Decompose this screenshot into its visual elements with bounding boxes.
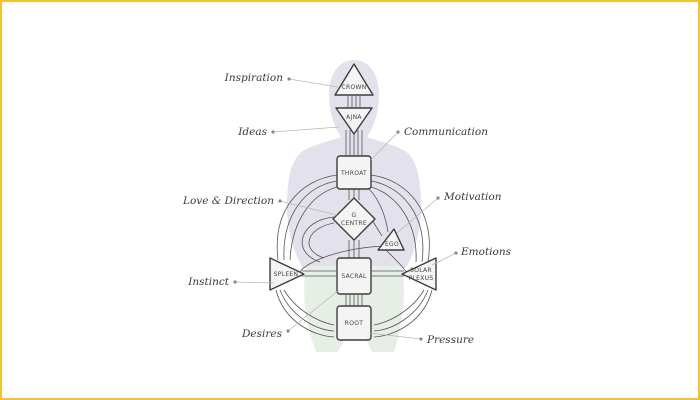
- solar-plexus-label-line1: SOLAR: [410, 267, 432, 274]
- ideas-annotation: Ideas: [237, 126, 267, 138]
- desires-annotation: Desires: [241, 328, 283, 340]
- g-centre-label-line2: CENTRE: [341, 220, 367, 227]
- channel-line: [370, 174, 430, 263]
- channel-line: [347, 96, 361, 112]
- g-centre-label-line1: G: [352, 212, 357, 219]
- channel-line: [368, 188, 389, 233]
- channel-line: [289, 186, 338, 261]
- instinct-leader: [234, 281, 275, 284]
- motivation-dot: [436, 196, 440, 200]
- channel-line: [299, 245, 385, 273]
- throat-label: THROAT: [340, 170, 367, 177]
- channel-line: [370, 186, 417, 263]
- channel-line: [372, 270, 404, 277]
- desires-leader: [287, 289, 340, 332]
- instinct-annotation: Instinct: [187, 276, 230, 288]
- communication-leader: [370, 131, 399, 161]
- inspiration-dot: [287, 77, 291, 81]
- inspiration-annotation: Inspiration: [224, 72, 284, 84]
- channel-line: [301, 216, 335, 263]
- pressure-annotation: Pressure: [426, 334, 474, 346]
- desires-dot: [286, 329, 290, 333]
- channel-line: [275, 289, 335, 338]
- channel-line: [279, 289, 335, 332]
- channel-line: [385, 249, 407, 273]
- instinct-dot: [233, 280, 237, 284]
- channels: [275, 96, 433, 338]
- throat-center[interactable]: [336, 155, 372, 190]
- channel-line: [373, 289, 429, 332]
- motivation-annotation: Motivation: [443, 191, 502, 203]
- solar-plexus-center[interactable]: [401, 257, 437, 291]
- love-direction-annotation: Love & Direction: [182, 195, 274, 207]
- communication-dot: [396, 130, 400, 134]
- channel-line: [371, 219, 383, 237]
- sacral-label: SACRAL: [341, 273, 367, 280]
- channel-line: [302, 270, 336, 277]
- pressure-dot: [419, 337, 423, 341]
- root-label: ROOT: [345, 320, 364, 327]
- love-direction-dot: [278, 199, 282, 203]
- g-centre-center[interactable]: [332, 197, 376, 241]
- emotions-annotation: Emotions: [460, 246, 512, 258]
- ajna-label: AJNA: [346, 114, 362, 121]
- emotions-dot: [454, 251, 458, 255]
- inspiration-leader: [288, 78, 339, 88]
- spleen-center[interactable]: [269, 257, 305, 291]
- motivation-leader: [396, 197, 439, 234]
- channel-line: [308, 222, 335, 259]
- ego-label: EGO: [385, 241, 399, 248]
- emotions-leader: [431, 252, 457, 266]
- channel-line: [276, 174, 338, 261]
- ajna-center[interactable]: [335, 107, 373, 135]
- ideas-dot: [271, 130, 275, 134]
- channel-line: [345, 130, 363, 158]
- crown-label: CROWN: [341, 84, 366, 91]
- pressure-leader: [368, 332, 422, 340]
- root-center[interactable]: [336, 305, 372, 341]
- channel-line: [283, 289, 335, 326]
- communication-annotation: Communication: [404, 126, 488, 138]
- love-direction-leader: [279, 200, 338, 216]
- solar-plexus-label-line2: PLEXUS: [409, 275, 434, 282]
- spleen-label: SPLEEN: [274, 271, 299, 278]
- ego-center[interactable]: [377, 228, 405, 251]
- sacral-center[interactable]: [336, 257, 372, 295]
- channel-line: [370, 180, 424, 263]
- channel-line: [373, 289, 425, 326]
- ideas-leader: [272, 126, 340, 133]
- channel-line: [373, 289, 433, 338]
- crown-center[interactable]: [334, 63, 374, 96]
- channel-line: [345, 295, 363, 306]
